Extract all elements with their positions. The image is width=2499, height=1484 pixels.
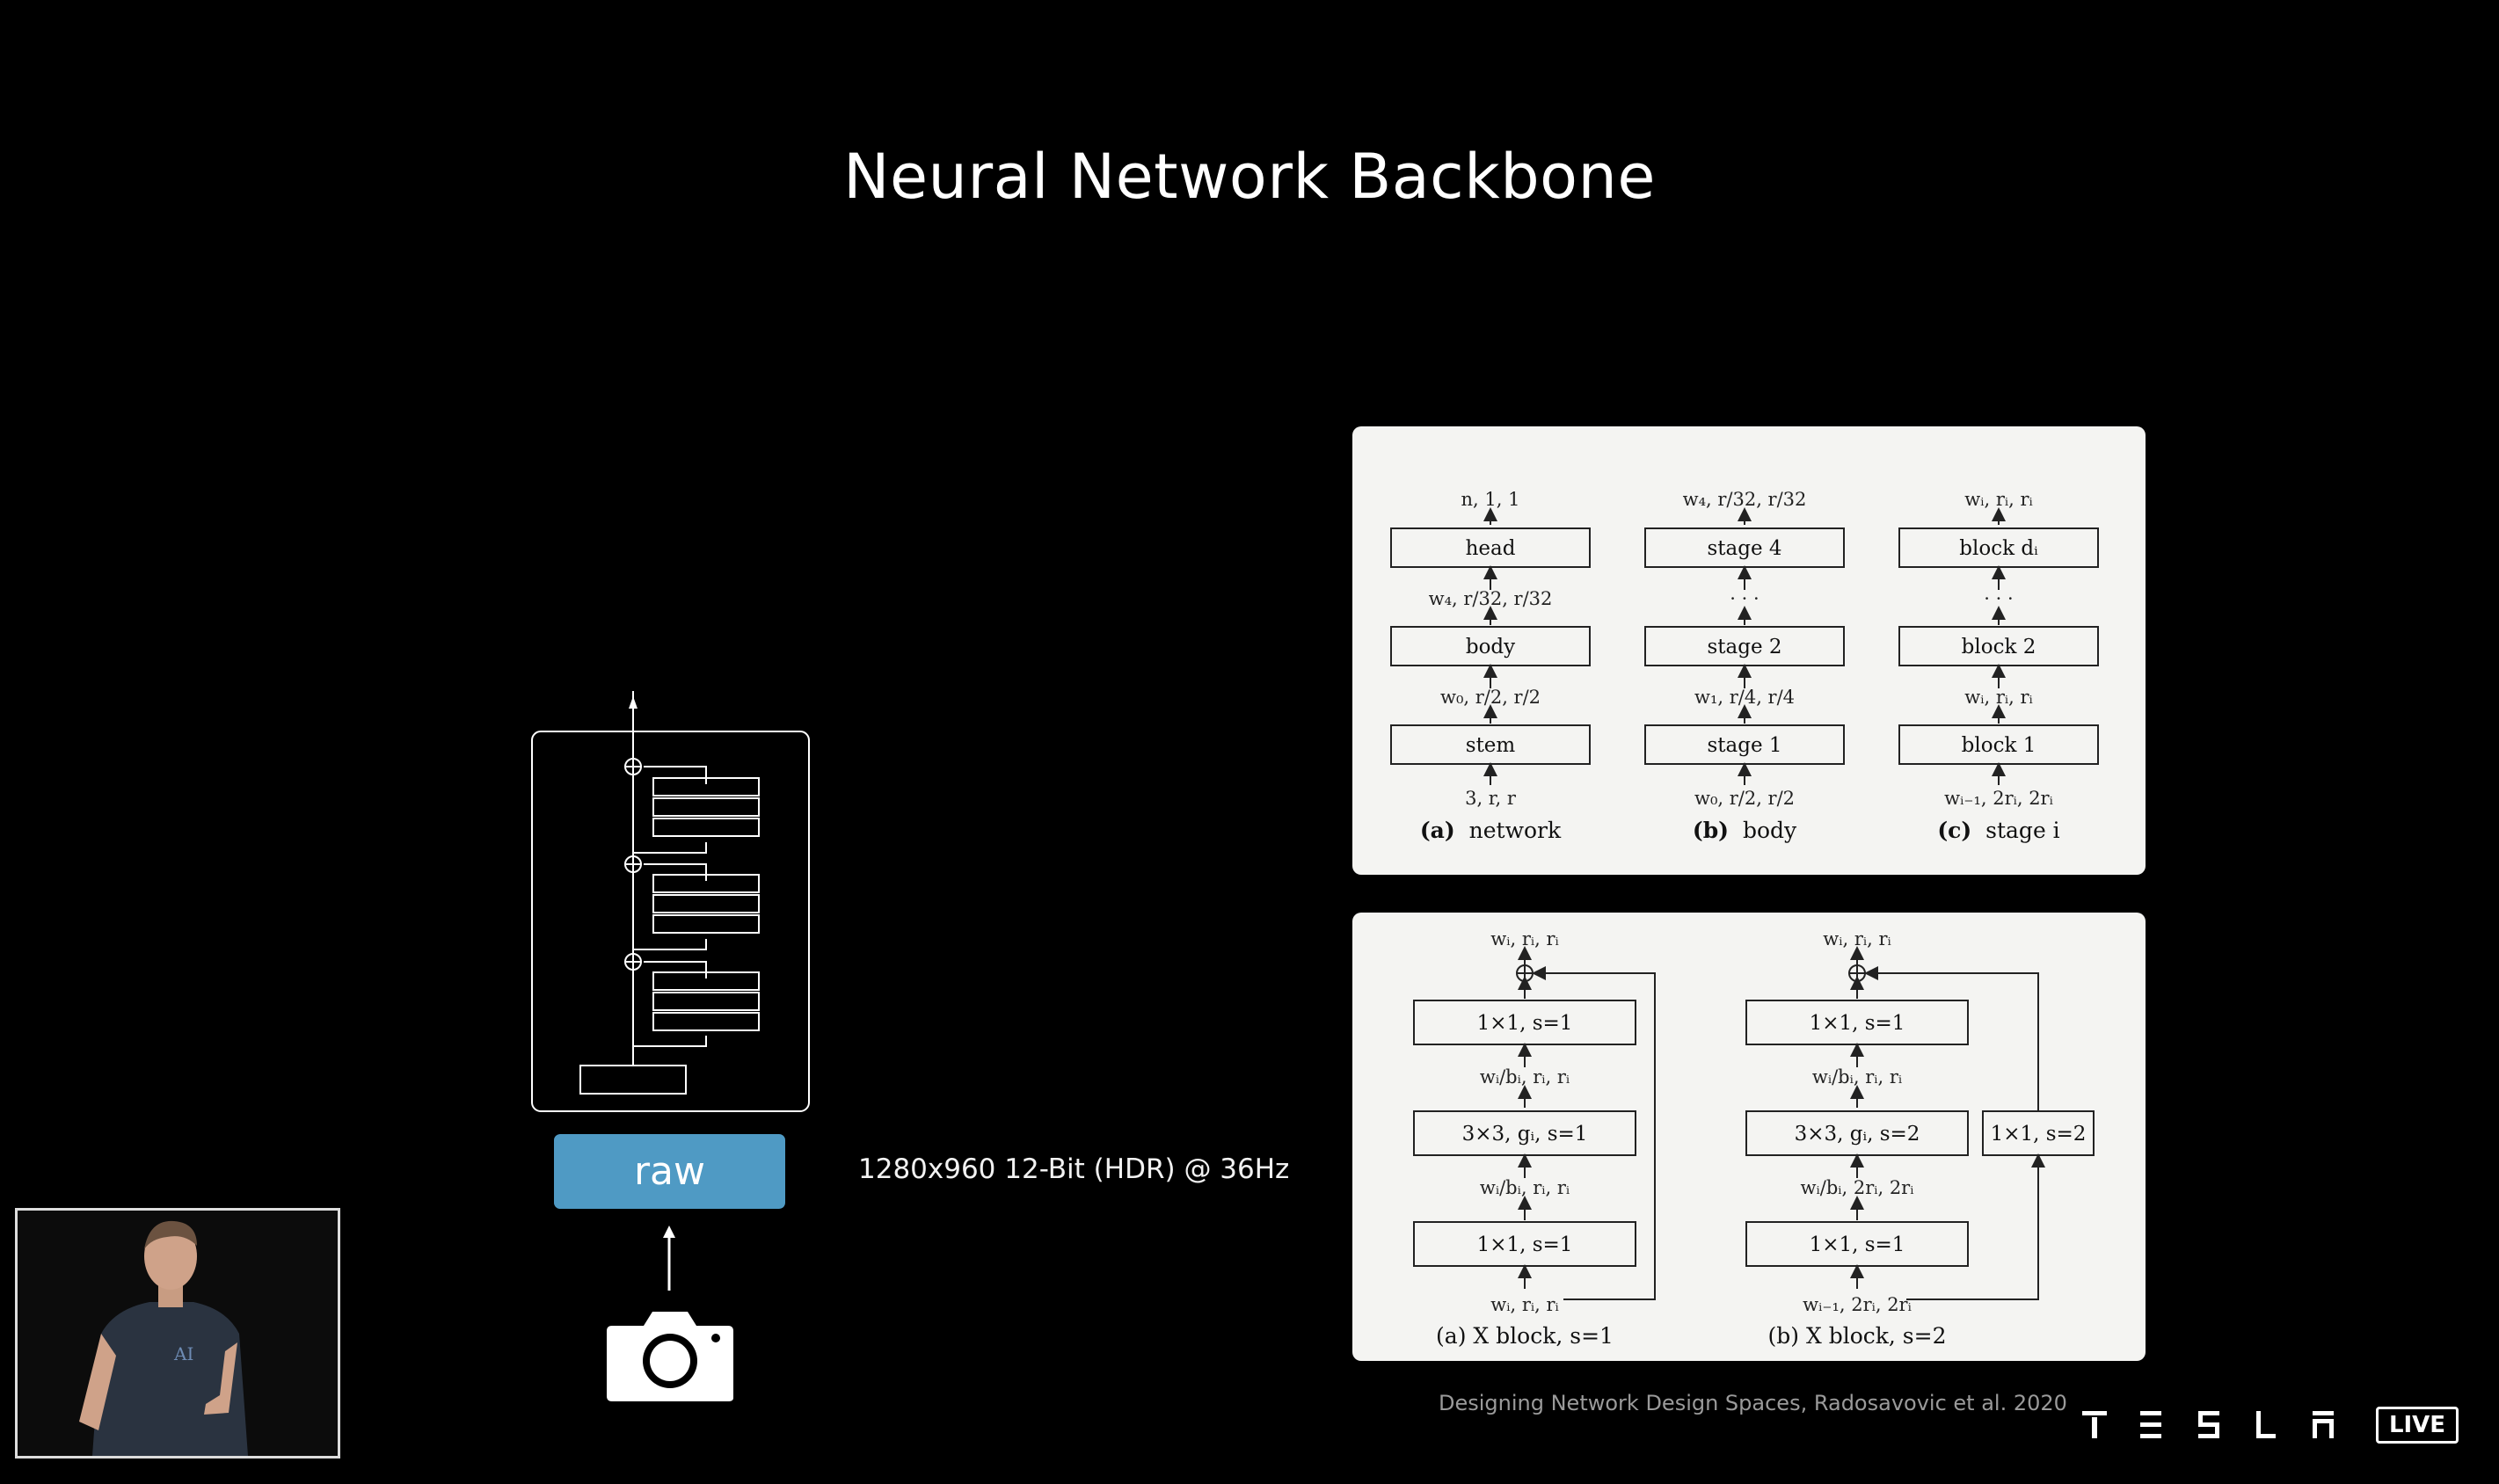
body-caption-text: body: [1743, 818, 1797, 843]
xblock-s2-top-label: wᵢ, rᵢ, rᵢ: [1823, 928, 1891, 949]
figure-xblock-panel: wᵢ, rᵢ, rᵢ 1×1, s=1 wᵢ/bᵢ, rᵢ, rᵢ 3×3, g…: [1352, 913, 2146, 1361]
residual-group-1: [624, 758, 760, 854]
network-caption-text: network: [1469, 818, 1562, 843]
network-mid2-label: w₀, r/2, r/2: [1440, 687, 1541, 708]
live-badge: LIVE: [2376, 1407, 2459, 1444]
stage-block2-box: block 2: [1962, 636, 2036, 658]
xblock-s1-box3: 1×1, s=1: [1477, 1233, 1573, 1256]
svg-text:AI: AI: [173, 1343, 193, 1364]
stage-block1-box: block 1: [1962, 734, 2036, 757]
stage-top-label: wᵢ, rᵢ, rᵢ: [1964, 489, 2032, 510]
body-stage4-box: stage 4: [1707, 537, 1781, 560]
slide-title: Neural Network Backbone: [843, 141, 1656, 213]
svg-text:(a) network: (a) network: [1420, 818, 1562, 843]
column-stage: wᵢ, rᵢ, rᵢ block dᵢ · · · block 2 wᵢ, rᵢ…: [1898, 489, 2099, 843]
camera-icon: [607, 1312, 733, 1401]
body-stage1-box: stage 1: [1707, 734, 1781, 757]
network-top-label: n, 1, 1: [1461, 489, 1520, 510]
stage-blockd-box: block dᵢ: [1959, 537, 2038, 560]
network-mid1-label: w₄, r/32, r/32: [1429, 588, 1553, 609]
stage-bottom-label: wᵢ₋₁, 2rᵢ, 2rᵢ: [1944, 788, 2053, 809]
xblock-s2-box3: 1×1, s=1: [1810, 1233, 1905, 1256]
citation-text: Designing Network Design Spaces, Radosav…: [1439, 1391, 2067, 1415]
column-network: n, 1, 1 head w₄, r/32, r/32 body w₀, r/2…: [1390, 489, 1591, 843]
svg-text:(b) body: (b) body: [1693, 818, 1797, 843]
xblock-s1-top-label: wᵢ, rᵢ, rᵢ: [1490, 928, 1558, 949]
network-bottom-label: 3, r, r: [1465, 788, 1517, 809]
xblock-s2-box2: 3×3, gᵢ, s=2: [1795, 1123, 1920, 1146]
tesla-logo: [2082, 1411, 2334, 1438]
xblock-s1-mid2: wᵢ/bᵢ, rᵢ, rᵢ: [1480, 1177, 1570, 1198]
network-stem-box: stem: [1466, 734, 1516, 757]
svg-text:(c) stage i: (c) stage i: [1937, 818, 2059, 843]
camera-arrow: [663, 1226, 675, 1291]
body-mid2-label: w₁, r/4, r/4: [1694, 687, 1795, 708]
xblock-s1-bottom-label: wᵢ, rᵢ, rᵢ: [1490, 1294, 1558, 1315]
body-bottom-label: w₀, r/2, r/2: [1694, 788, 1795, 809]
figure-network-panel: n, 1, 1 head w₄, r/32, r/32 body w₀, r/2…: [1352, 426, 2146, 875]
xblock-s1-box2: 3×3, gᵢ, s=1: [1462, 1123, 1588, 1146]
xblock-s1-caption: (a) X block, s=1: [1436, 1323, 1614, 1349]
xblock-s2: wᵢ, rᵢ, rᵢ 1×1, s=1 wᵢ/bᵢ, rᵢ, rᵢ 3×3, g…: [1745, 928, 2095, 1349]
network-body-box: body: [1466, 636, 1515, 658]
residual-group-2: [624, 855, 760, 950]
network-schematic: [531, 691, 810, 1112]
xblock-s2-bottom-label: wᵢ₋₁, 2rᵢ, 2rᵢ: [1803, 1294, 1912, 1315]
stage-caption-text: stage i: [1985, 818, 2060, 843]
stage-mid2-label: wᵢ, rᵢ, rᵢ: [1964, 687, 2032, 708]
body-caption-prefix: (b): [1693, 818, 1729, 843]
xblock-s2-mid1: wᵢ/bᵢ, rᵢ, rᵢ: [1812, 1066, 1902, 1088]
raw-input-label: raw: [554, 1134, 785, 1209]
residual-group-3: [624, 953, 760, 1047]
network-caption-prefix: (a): [1420, 818, 1455, 843]
body-top-label: w₄, r/32, r/32: [1683, 489, 1807, 510]
body-stage2-box: stage 2: [1707, 636, 1781, 658]
xblock-s2-box1: 1×1, s=1: [1810, 1012, 1905, 1035]
presenter-figure: AI: [18, 1211, 338, 1456]
xblock-s1-box1: 1×1, s=1: [1477, 1012, 1573, 1035]
xblock-s2-shortcut-box: 1×1, s=2: [1991, 1123, 2087, 1146]
input-spec-text: 1280x960 12-Bit (HDR) @ 36Hz: [858, 1153, 1290, 1185]
xblock-s2-mid2: wᵢ/bᵢ, 2rᵢ, 2rᵢ: [1801, 1177, 1914, 1198]
column-body: w₄, r/32, r/32 stage 4 · · · stage 2 w₁,…: [1644, 489, 1845, 843]
xblock-diagram: wᵢ, rᵢ, rᵢ 1×1, s=1 wᵢ/bᵢ, rᵢ, rᵢ 3×3, g…: [1413, 928, 2095, 1349]
xblock-s1: wᵢ, rᵢ, rᵢ 1×1, s=1 wᵢ/bᵢ, rᵢ, rᵢ 3×3, g…: [1413, 928, 1656, 1349]
body-mid1-label: · · ·: [1730, 588, 1759, 609]
xblock-s2-caption: (b) X block, s=2: [1768, 1323, 1947, 1349]
stage-mid1-label: · · ·: [1984, 588, 2013, 609]
presenter-video: AI: [15, 1208, 340, 1459]
network-head-box: head: [1466, 537, 1516, 560]
network-body-stage-diagram: n, 1, 1 head w₄, r/32, r/32 body w₀, r/2…: [1390, 489, 2099, 843]
xblock-s1-mid1: wᵢ/bᵢ, rᵢ, rᵢ: [1480, 1066, 1570, 1088]
stage-caption-prefix: (c): [1937, 818, 1971, 843]
